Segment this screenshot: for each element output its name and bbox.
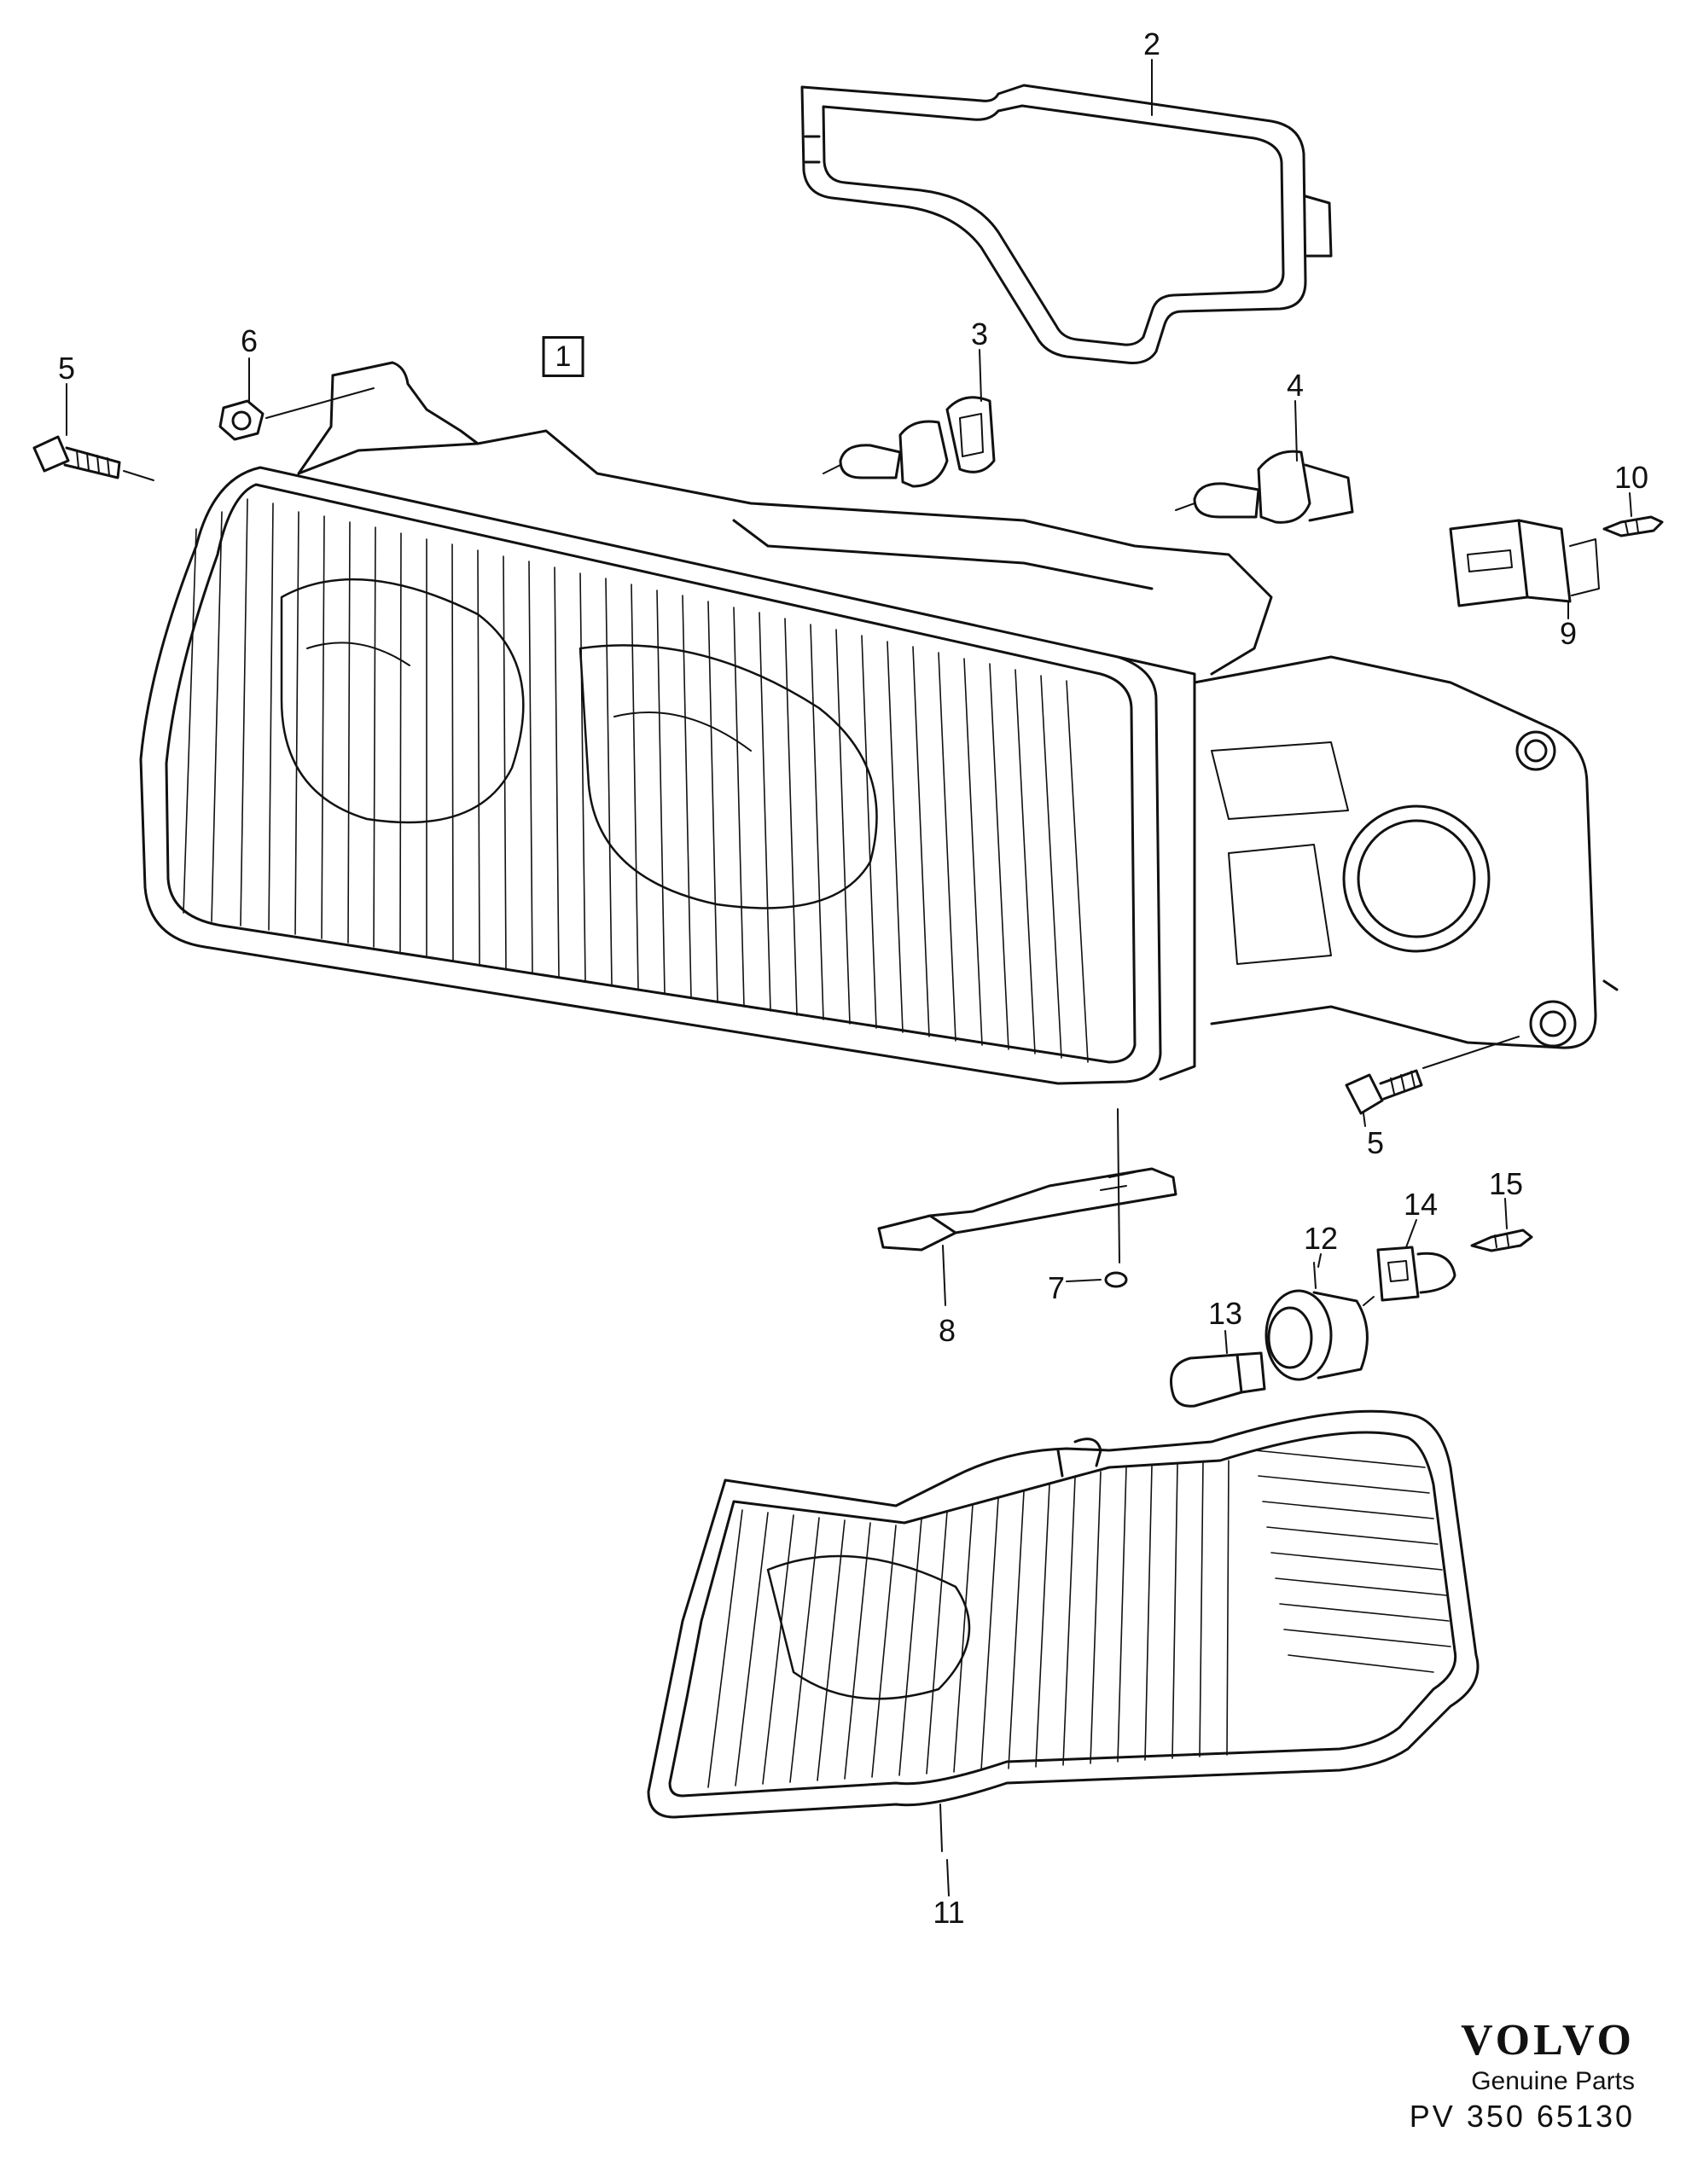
gasket-cover [800, 84, 1333, 364]
callout-13: 13 [1207, 1296, 1243, 1331]
headlamp-body [139, 361, 1619, 1085]
callout-12: 12 [1303, 1221, 1339, 1256]
callout-15: 15 [1488, 1166, 1524, 1201]
callout-10: 10 [1613, 460, 1649, 495]
small-screw [1066, 1271, 1128, 1288]
bulb-h4 [823, 396, 996, 488]
indicator-lamp [647, 1409, 1480, 1852]
callout-5-top: 5 [57, 351, 76, 386]
brand-block: VOLVO Genuine Parts PV 350 65130 [1410, 2016, 1635, 2137]
callout-6: 6 [240, 323, 259, 358]
terminal-bottom [1470, 1198, 1533, 1252]
callout-8: 8 [938, 1313, 956, 1348]
bracket [877, 1108, 1177, 1306]
screw-right [1345, 1036, 1520, 1127]
callout-9: 9 [1559, 616, 1578, 651]
connector [1449, 519, 1600, 607]
bulb-holder [1363, 1246, 1456, 1306]
bulb-small [1170, 1330, 1266, 1408]
callout-5-right: 5 [1366, 1125, 1385, 1160]
callout-2: 2 [1142, 26, 1161, 61]
assembly-marker: 1 [542, 336, 584, 377]
leader-lines [66, 59, 1632, 1896]
volvo-logo: VOLVO [1461, 2016, 1635, 2065]
callout-11: 11 [933, 1895, 965, 1930]
callout-7: 7 [1047, 1270, 1066, 1305]
terminal-top [1602, 515, 1664, 537]
callout-14: 14 [1403, 1187, 1439, 1222]
bulb-socket [1264, 1262, 1369, 1381]
drawing-code: PV 350 65130 [1409, 2099, 1635, 2135]
callout-4: 4 [1286, 368, 1305, 403]
callout-3: 3 [970, 317, 989, 351]
screw-top [32, 435, 154, 481]
brand-tagline: Genuine Parts [1471, 2067, 1635, 2096]
bulb-h1 [1175, 450, 1354, 524]
nut [218, 387, 375, 441]
